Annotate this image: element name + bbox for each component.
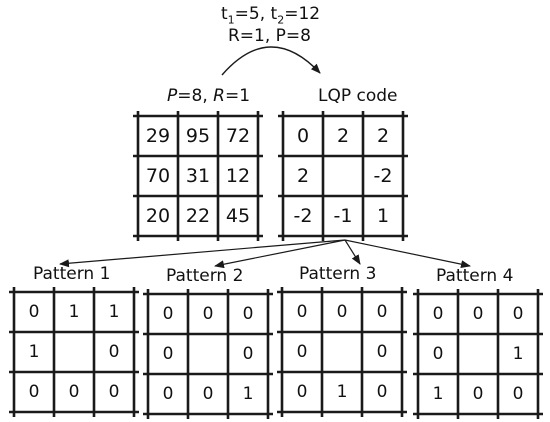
pattern-2-cell: 1 — [242, 384, 254, 404]
pattern-3-cell: 0 — [296, 342, 308, 362]
pattern-4-cell: 0 — [512, 384, 524, 404]
pattern-1-cell — [54, 332, 94, 372]
pattern-3-grid: 0 0 0 0 0 0 1 0 — [277, 287, 407, 417]
pattern-3-cell: 0 — [376, 342, 388, 362]
pattern-1-lines — [9, 287, 139, 417]
arrow-to-pattern-3 — [344, 239, 361, 265]
pattern-2-grid: 0 0 0 0 0 0 0 1 — [143, 289, 273, 419]
pattern-3-cell: 0 — [336, 302, 348, 322]
neighborhood-cell: 95 — [185, 125, 211, 147]
pattern-4-cell: 0 — [472, 384, 484, 404]
pattern-3-cell: 0 — [296, 382, 308, 402]
arrow-to-pattern-2 — [214, 239, 346, 269]
pattern-1-cell: 0 — [28, 382, 40, 402]
lqp-code-label: LQP code — [318, 86, 398, 106]
pattern-4-cell: 0 — [432, 304, 444, 324]
neighborhood-lines — [133, 111, 263, 241]
pattern-4-cell: 0 — [472, 304, 484, 324]
arrow-to-pattern-1 — [59, 239, 346, 268]
neighborhood-cell: 22 — [185, 205, 211, 227]
pattern-4-cell: 1 — [432, 384, 444, 404]
pattern-1-cell: 1 — [28, 342, 40, 362]
pattern-3-cell: 0 — [296, 302, 308, 322]
pattern-2-label: Pattern 2 — [166, 266, 244, 286]
lqp-code-cell: 2 — [296, 165, 310, 187]
lqp-code-cell: 0 — [296, 125, 310, 147]
neighborhood-cell: 70 — [145, 165, 171, 187]
pattern-1-label: Pattern 1 — [33, 264, 111, 284]
pattern-4-cell: 1 — [512, 344, 524, 364]
neighborhood-cell: 20 — [145, 205, 171, 227]
neighborhood-cell: 31 — [185, 165, 211, 187]
pattern-2-cell: 0 — [202, 304, 214, 324]
lqp-code-cell: -2 — [373, 165, 393, 187]
pattern-2-cell: 0 — [162, 304, 174, 324]
lqp-code-lines — [278, 111, 408, 241]
lqp-code-cell: 1 — [376, 205, 390, 227]
pattern-2-cell: 0 — [162, 384, 174, 404]
lqp-code-cell: 2 — [336, 125, 350, 147]
pattern-4-grid: 0 0 0 0 1 1 0 0 — [413, 289, 543, 419]
params-label: R=1, P=8 — [228, 26, 311, 46]
lqp-code-cell — [323, 156, 363, 196]
pattern-1-cell: 1 — [108, 302, 120, 322]
pattern-4-cell: 0 — [512, 304, 524, 324]
neighborhood-cell: 29 — [145, 125, 171, 147]
pattern-2-lines — [143, 289, 273, 419]
pattern-2-cell: 0 — [242, 344, 254, 364]
pattern-2-cell — [188, 334, 228, 374]
pattern-3-cell: 0 — [376, 302, 388, 322]
pattern-4-cell — [458, 334, 498, 374]
neighborhood-cell: 45 — [225, 205, 251, 227]
neighborhood-grid: 29 95 72 70 31 12 20 22 45 — [133, 111, 263, 241]
pattern-1-cell: 1 — [68, 302, 80, 322]
lqp-code-cell: -1 — [333, 205, 353, 227]
pattern-2-cell: 0 — [242, 304, 254, 324]
pattern-2-cell: 0 — [202, 384, 214, 404]
thresholds-label: t1=5, t2=12 — [221, 4, 321, 27]
pattern-3-cell — [322, 332, 362, 372]
arrow-to-pattern-4 — [344, 239, 471, 269]
pattern-1-cell: 0 — [28, 302, 40, 322]
neighborhood-cell: 12 — [225, 165, 251, 187]
lqp-code-cell: 2 — [376, 125, 390, 147]
pattern-4-lines — [413, 289, 543, 419]
pattern-1-cell: 0 — [68, 382, 80, 402]
lqp-code-cell: -2 — [293, 205, 313, 227]
pattern-2-cell: 0 — [162, 344, 174, 364]
curved-arrow — [221, 46, 321, 76]
pattern-1-grid: 0 1 1 1 0 0 0 0 — [9, 287, 139, 417]
neighborhood-cell: 72 — [225, 125, 251, 147]
pattern-3-cell: 0 — [376, 382, 388, 402]
pattern-3-lines — [277, 287, 407, 417]
neighborhood-label: P=8, R=1 — [167, 86, 251, 106]
pattern-3-cell: 1 — [336, 382, 348, 402]
lqp-code-grid: 0 2 2 2 -2 -2 -1 1 — [278, 111, 408, 241]
pattern-1-cell: 0 — [108, 382, 120, 402]
pattern-1-cell: 0 — [108, 342, 120, 362]
pattern-3-label: Pattern 3 — [299, 264, 377, 284]
pattern-4-cell: 0 — [432, 344, 444, 364]
pattern-4-label: Pattern 4 — [436, 266, 514, 286]
